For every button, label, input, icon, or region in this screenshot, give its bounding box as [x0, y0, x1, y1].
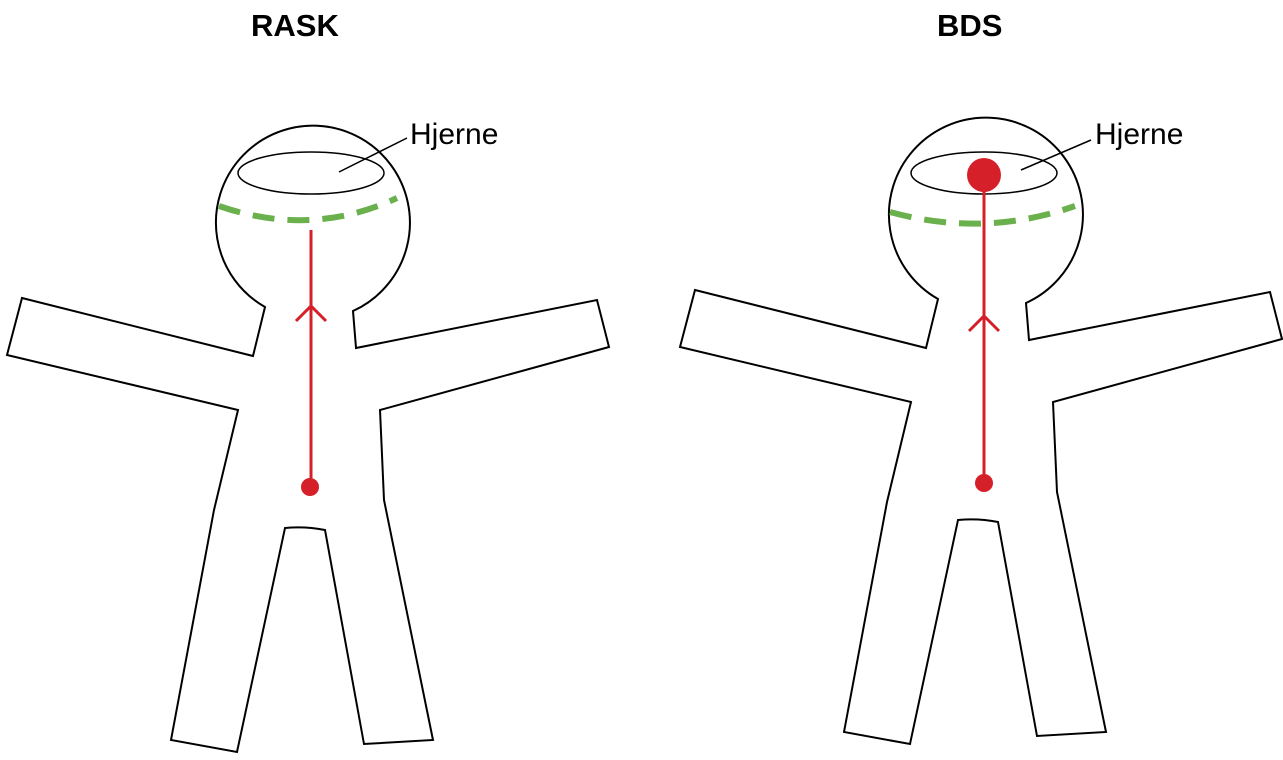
signal-in-brain-dot: [967, 158, 1001, 192]
body-outline: [680, 118, 1282, 744]
figure-bds: Hjerne: [680, 118, 1282, 744]
brain-label: Hjerne: [1095, 118, 1183, 151]
figure-rask: Hjerne: [7, 118, 609, 752]
signal-origin-dot: [975, 474, 993, 492]
brain-label: Hjerne: [410, 118, 498, 151]
signal-origin-dot: [301, 478, 319, 496]
